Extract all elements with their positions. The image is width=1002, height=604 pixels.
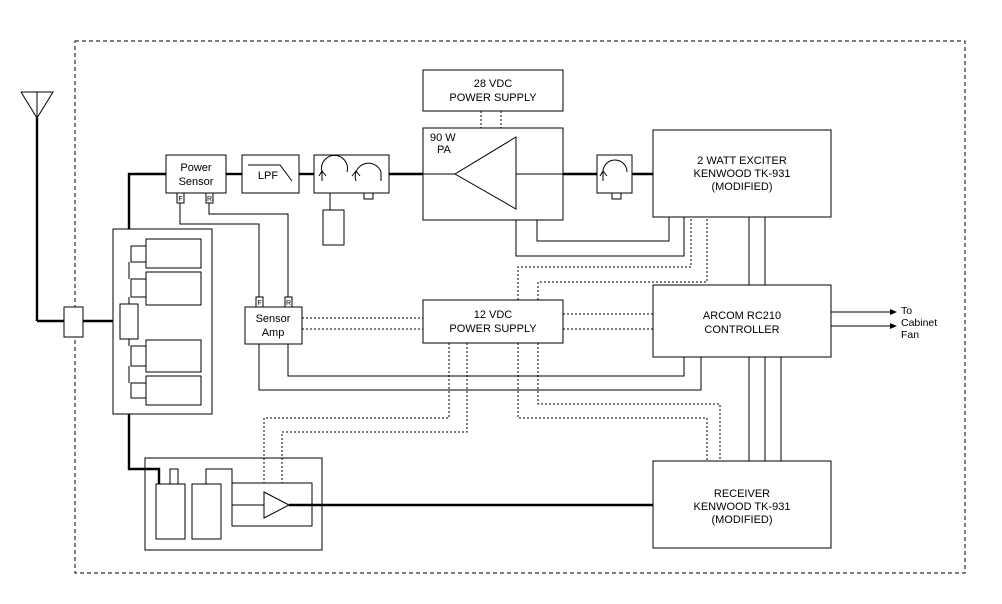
rx-filter: [191, 483, 222, 540]
duplexer-tee: [119, 303, 139, 340]
power-amplifier: 90 W PA: [422, 127, 564, 221]
svg-text:R: R: [286, 300, 291, 307]
svg-text:90 W: 90 W: [430, 132, 456, 144]
svg-text:R: R: [207, 196, 212, 203]
duplexer-cavity: [145, 375, 202, 406]
exciter: 2 WATT EXCITER KENWOOD TK-931 (MODIFIED): [652, 129, 832, 218]
reflected-sense-line: [208, 203, 289, 297]
power-sensor-label-1: Power: [180, 162, 212, 174]
svg-text:KENWOOD TK-931: KENWOOD TK-931: [694, 168, 791, 180]
low-pass-filter: LPF: [241, 154, 300, 194]
forward-sense-line: [179, 203, 260, 297]
svg-text:28 VDC: 28 VDC: [474, 78, 513, 90]
svg-text:POWER SUPPLY: POWER SUPPLY: [449, 323, 537, 335]
fan-label-2: Cabinet: [901, 317, 937, 329]
lpf-label: LPF: [258, 170, 278, 182]
ps-28vdc: 28 VDC POWER SUPPLY: [422, 69, 564, 112]
sensor-amp: Sensor Amp F R: [244, 296, 303, 345]
receiver: RECEIVER KENWOOD TK-931 (MODIFIED): [652, 460, 832, 549]
svg-text:POWER SUPPLY: POWER SUPPLY: [449, 92, 537, 104]
rx-coax: [127, 414, 161, 484]
power-sensor-label-2: Sensor: [179, 176, 214, 188]
amplifier-triangle-icon: [454, 136, 517, 210]
dummy-load: [322, 209, 345, 246]
svg-text:(MODIFIED): (MODIFIED): [711, 514, 772, 526]
isolator: [596, 154, 633, 200]
power-sensor: Power Sensor F R: [165, 154, 227, 204]
svg-text:KENWOOD TK-931: KENWOOD TK-931: [694, 501, 791, 513]
lightning-arrestor: [63, 306, 84, 338]
dual-circulator: [313, 154, 390, 246]
svg-text:Sensor: Sensor: [256, 313, 291, 325]
svg-text:ARCOM RC210: ARCOM RC210: [703, 310, 781, 322]
svg-text:PA: PA: [437, 144, 452, 156]
svg-text:Amp: Amp: [262, 327, 285, 339]
antenna-icon: [20, 91, 54, 321]
svg-text:F: F: [257, 300, 261, 307]
svg-text:(MODIFIED): (MODIFIED): [711, 181, 772, 193]
svg-text:12 VDC: 12 VDC: [474, 309, 513, 321]
duplexer: [112, 228, 213, 415]
svg-text:CONTROLLER: CONTROLLER: [704, 324, 779, 336]
dummy-load-port: [363, 192, 374, 200]
svg-text:F: F: [178, 196, 182, 203]
controller: ARCOM RC210 CONTROLLER: [652, 284, 832, 358]
svg-text:2 WATT EXCITER: 2 WATT EXCITER: [697, 155, 787, 167]
svg-text:RECEIVER: RECEIVER: [714, 488, 770, 500]
fan-label-3: Fan: [901, 329, 919, 341]
rx-filter: [155, 483, 186, 540]
duplexer-cavity: [145, 238, 202, 269]
duplexer-cavity: [145, 339, 202, 373]
fan-label-1: To: [901, 305, 912, 317]
ps-12vdc: 12 VDC POWER SUPPLY: [422, 299, 564, 344]
duplexer-cavity: [145, 271, 202, 306]
tx-coax: [127, 172, 166, 229]
